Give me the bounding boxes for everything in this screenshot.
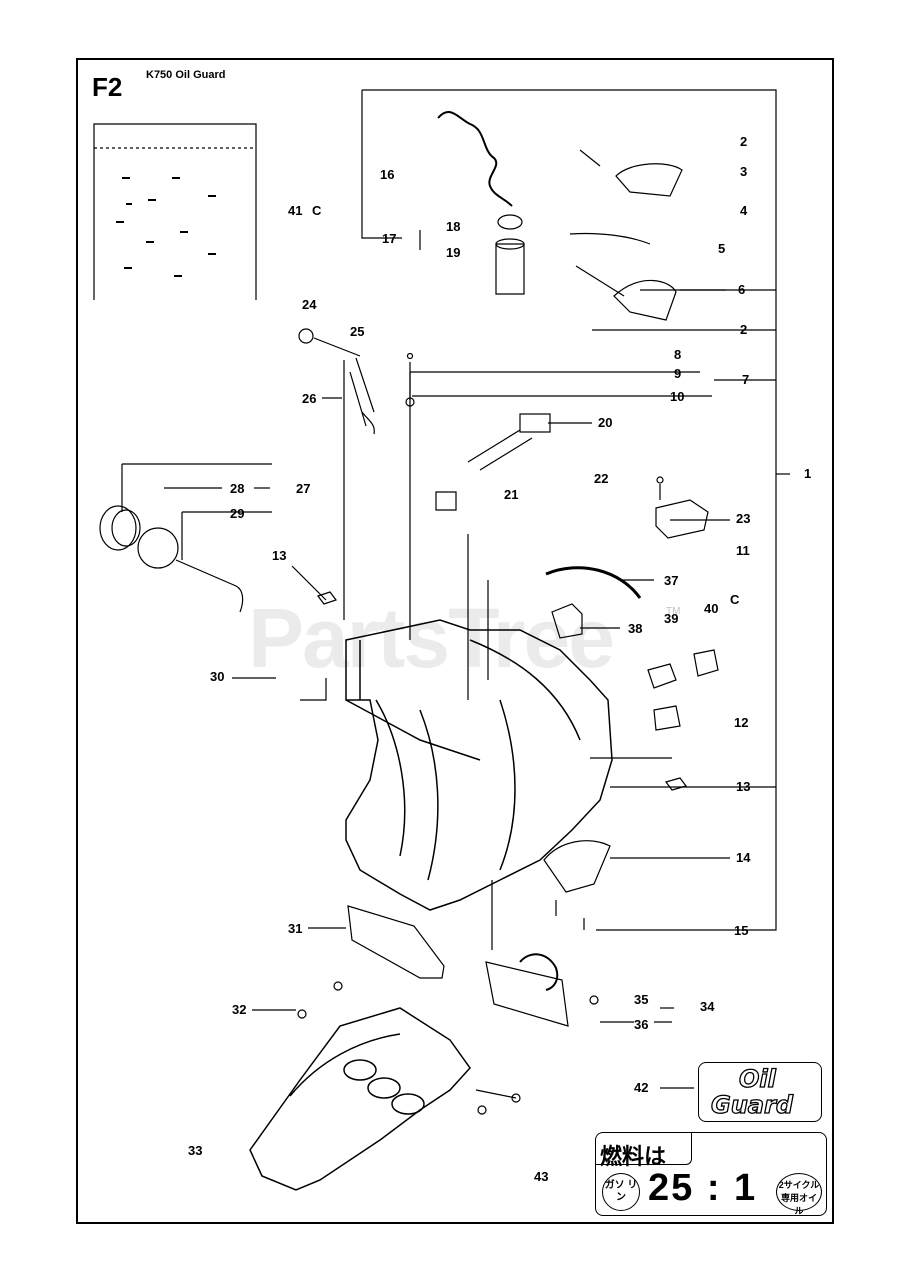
part-label: 26 <box>302 391 317 406</box>
part-label: 43 <box>534 1169 549 1184</box>
part-label: 3 <box>740 164 748 179</box>
watermark-trademark: TM <box>666 606 681 617</box>
diagram-frame <box>76 58 834 1224</box>
part-label: 1 <box>804 466 812 481</box>
part-label: 32 <box>232 1002 247 1017</box>
part-label: 29 <box>230 506 245 521</box>
part-label: 42 <box>634 1080 649 1095</box>
part-label: 27 <box>296 481 311 496</box>
part-label: 20 <box>598 415 613 430</box>
part-label: 24 <box>302 297 317 312</box>
screw-kit-bag <box>93 123 257 300</box>
part-label: 39 <box>664 611 679 626</box>
fuel-mix-decal: 燃料は ガソ リン 25 : 1 2サイクル 専用オイル <box>595 1132 827 1216</box>
part-label: 8 <box>674 347 682 362</box>
part-label: 19 <box>446 245 461 260</box>
fuel-decal-heading-tab <box>596 1133 692 1165</box>
part-label: 9 <box>674 366 682 381</box>
part-label: 2 <box>740 322 748 337</box>
part-label: 21 <box>504 487 519 502</box>
watermark: PartsTree <box>248 591 615 685</box>
part-label: 37 <box>664 573 679 588</box>
fuel-decal-oil-circle: 2サイクル 専用オイル <box>776 1173 822 1216</box>
part-label: 13 <box>272 548 287 563</box>
fuel-decal-ratio: 25 : 1 <box>648 1167 758 1209</box>
part-label: 18 <box>446 219 461 234</box>
part-label: 25 <box>350 324 365 339</box>
part-label: 41 <box>288 203 303 218</box>
part-label: 6 <box>738 282 746 297</box>
oil-guard-line2: Guard <box>710 1091 793 1119</box>
part-label: 40 <box>704 601 719 616</box>
part-label: 17 <box>382 231 397 246</box>
part-label: 7 <box>742 372 750 387</box>
part-label: 5 <box>718 241 726 256</box>
part-label: 12 <box>734 715 749 730</box>
oil-guard-plate <box>249 1007 471 1191</box>
part-label: 38 <box>628 621 643 636</box>
part-label: C <box>312 203 322 218</box>
part-label: 35 <box>634 992 649 1007</box>
part-label: 22 <box>594 471 609 486</box>
oil-guard-decal: Oil Guard <box>698 1062 822 1122</box>
part-label: 33 <box>188 1143 203 1158</box>
part-label: 13 <box>736 779 751 794</box>
part-label: 16 <box>380 167 395 182</box>
part-label: C <box>730 592 740 607</box>
figure-id: F2 <box>92 72 123 102</box>
fuel-decal-heading: 燃料は <box>600 1144 667 1169</box>
part-label: 11 <box>736 543 750 558</box>
part-label: 36 <box>634 1017 649 1032</box>
part-label: 30 <box>210 669 225 684</box>
part-label: 28 <box>230 481 245 496</box>
part-label: 4 <box>740 203 748 218</box>
part-label: 15 <box>734 923 749 938</box>
part-label: 2 <box>740 134 748 149</box>
part-label: 10 <box>670 389 685 404</box>
part-label: 31 <box>288 921 303 936</box>
part-label: 34 <box>700 999 715 1014</box>
fuel-decal-gasoline-circle: ガソ リン <box>602 1173 640 1211</box>
crankcase-housing <box>345 619 613 911</box>
part-label: 23 <box>736 511 751 526</box>
figure-title: K750 Oil Guard <box>146 69 226 81</box>
part-label: 14 <box>736 850 751 865</box>
oil-guard-line1: Oil <box>738 1065 776 1093</box>
